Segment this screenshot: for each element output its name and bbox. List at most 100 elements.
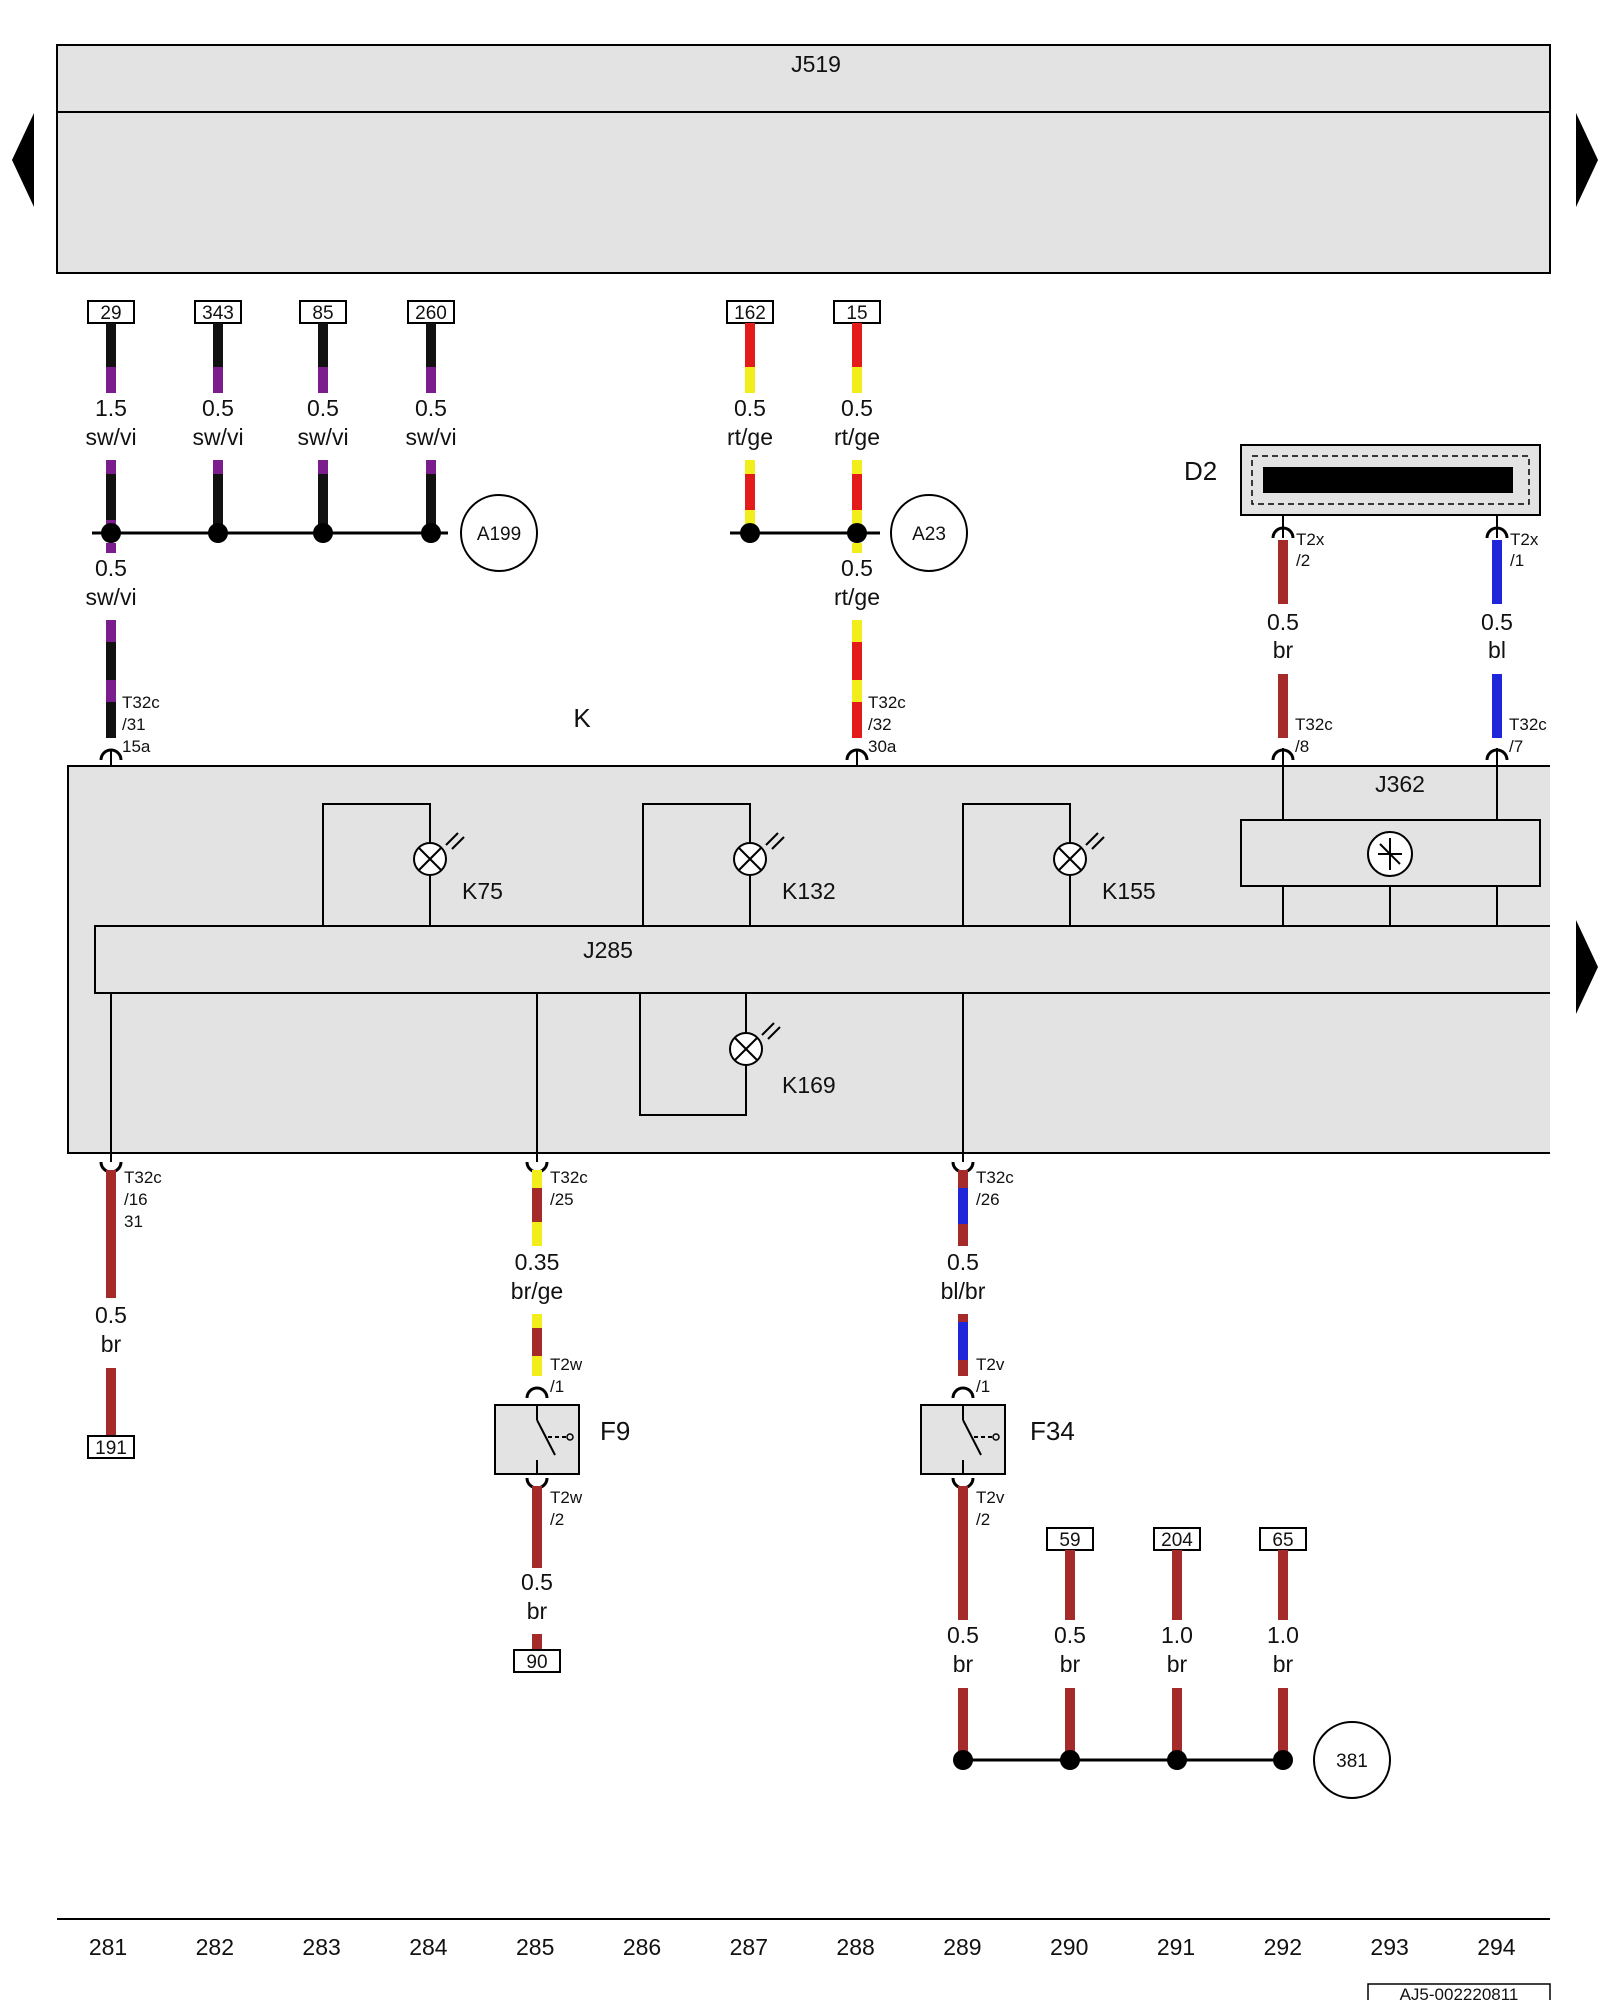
triangle-right-icon[interactable]	[1576, 920, 1598, 1014]
wire-d2a-size: 0.5	[1267, 609, 1299, 635]
connector-icon	[525, 1386, 549, 1399]
svg-text:204: 204	[1161, 1530, 1193, 1551]
wire-260-size: 0.5	[415, 395, 447, 421]
ref-260: 260	[407, 300, 455, 324]
d2-component	[1240, 444, 1541, 516]
svg-text:65: 65	[1272, 1530, 1293, 1551]
connector-icon	[1485, 526, 1509, 539]
wire-d2a-lower	[1278, 674, 1288, 738]
f34-pin1-conn: T2v	[976, 1355, 1005, 1374]
f34-pin1-pin: /1	[976, 1377, 990, 1396]
wire-343-color: sw/vi	[192, 424, 243, 450]
wire-343-size: 0.5	[202, 395, 234, 421]
wire-d2b-upper	[1492, 540, 1502, 604]
wire-65-size: 1.0	[1267, 1622, 1299, 1648]
ref-15: 15	[833, 300, 881, 324]
wire-162-upper	[745, 323, 755, 393]
wire-k30a-color: rt/ge	[834, 584, 880, 610]
svg-text:90: 90	[526, 1652, 547, 1673]
k-label: K	[573, 703, 591, 733]
svg-text:29: 29	[100, 303, 121, 324]
wire-k30a	[852, 620, 862, 738]
wire-d2b-color: bl	[1488, 637, 1506, 663]
triangle-right-icon[interactable]	[1576, 113, 1598, 207]
svg-text:A199: A199	[477, 524, 521, 545]
f34-label: F34	[1030, 1416, 1075, 1446]
f34-pin2-conn: T2v	[976, 1488, 1005, 1507]
wire-260-color: sw/vi	[405, 424, 456, 450]
svg-text:381: 381	[1336, 1751, 1368, 1772]
grid-number: 290	[1050, 1934, 1088, 1960]
wire-29-upper	[106, 323, 116, 393]
wire-f34in-color: bl/br	[941, 1278, 986, 1304]
grid-number: 289	[943, 1934, 981, 1960]
warning-lamp-icon	[733, 832, 785, 876]
d2-pin1-pin: /1	[1510, 551, 1524, 570]
wire-k15a	[106, 620, 116, 738]
j519-box: J519	[56, 44, 1551, 274]
wire-204-size: 1.0	[1161, 1622, 1193, 1648]
wire-f9in-upper	[532, 1170, 542, 1246]
wire-k30a-stub	[852, 543, 862, 553]
wire-15-color: rt/ge	[834, 424, 880, 450]
ref-59: 59	[1046, 1527, 1094, 1551]
wire-f34in-upper	[958, 1170, 968, 1246]
d2-pin2-conn: T2x	[1296, 530, 1325, 549]
wire-191-color: br	[101, 1331, 122, 1357]
pin-25-pin: /25	[550, 1190, 574, 1209]
f34-pin2-pin: /2	[976, 1510, 990, 1529]
pin-30a-term: 30a	[868, 737, 897, 756]
wire-59-upper	[1065, 1550, 1075, 1620]
f9-pin2-pin: /2	[550, 1510, 564, 1529]
wire-29-color: sw/vi	[85, 424, 136, 450]
wire-29-lower	[106, 460, 116, 534]
pin-30a-conn: T32c	[868, 693, 906, 712]
svg-text:343: 343	[202, 303, 234, 324]
wire-f9out-size: 0.5	[521, 1569, 553, 1595]
wire-f34out-lower	[958, 1688, 968, 1760]
wire-f9in-color: br/ge	[511, 1278, 563, 1304]
splice-381: 381	[1313, 1721, 1391, 1799]
wire-260-lower	[426, 460, 436, 534]
grid-number: 287	[730, 1934, 768, 1960]
j285-label: J285	[583, 937, 633, 963]
wire-d2b-size: 0.5	[1481, 609, 1513, 635]
svg-text:85: 85	[312, 303, 333, 324]
wire-k15a-size: 0.5	[95, 555, 127, 581]
wire-204-lower	[1172, 1688, 1182, 1760]
wire-k15a-color: sw/vi	[85, 584, 136, 610]
ref-90: 90	[513, 1649, 561, 1673]
wire-191-lower	[106, 1368, 116, 1438]
wire-29-size: 1.5	[95, 395, 127, 421]
splice-381-bus	[953, 1750, 1293, 1770]
pin-16-term: 31	[124, 1212, 143, 1231]
grid-number: 294	[1477, 1934, 1516, 1960]
ref-162: 162	[726, 300, 774, 324]
svg-text:15: 15	[846, 303, 867, 324]
wire-f9out-lower	[532, 1634, 542, 1652]
j519-label: J519	[791, 51, 841, 77]
wire-d2a-color: br	[1273, 637, 1294, 663]
wire-f9out-color: br	[527, 1598, 548, 1624]
pin-26-pin: /26	[976, 1190, 1000, 1209]
wire-k15a-stub	[106, 543, 116, 553]
triangle-left-icon[interactable]	[12, 113, 34, 207]
connector-icon	[1271, 526, 1295, 539]
wire-191-upper	[106, 1170, 116, 1298]
wire-d2a-upper	[1278, 540, 1288, 604]
svg-text:191: 191	[95, 1438, 127, 1459]
f9-switch	[494, 1404, 580, 1475]
wire-85-size: 0.5	[307, 395, 339, 421]
wire-f9in-size: 0.35	[515, 1249, 560, 1275]
svg-text:162: 162	[734, 303, 766, 324]
pin-25-conn: T32c	[550, 1168, 588, 1187]
f9-label: F9	[600, 1416, 630, 1446]
grid-number: 292	[1264, 1934, 1302, 1960]
wire-343-lower	[213, 460, 223, 534]
grid-number: 293	[1370, 1934, 1408, 1960]
wire-d2b-lower	[1492, 674, 1502, 738]
wire-204-color: br	[1167, 1651, 1188, 1677]
d2-pin1-conn: T2x	[1510, 530, 1539, 549]
wire-59-lower	[1065, 1688, 1075, 1760]
